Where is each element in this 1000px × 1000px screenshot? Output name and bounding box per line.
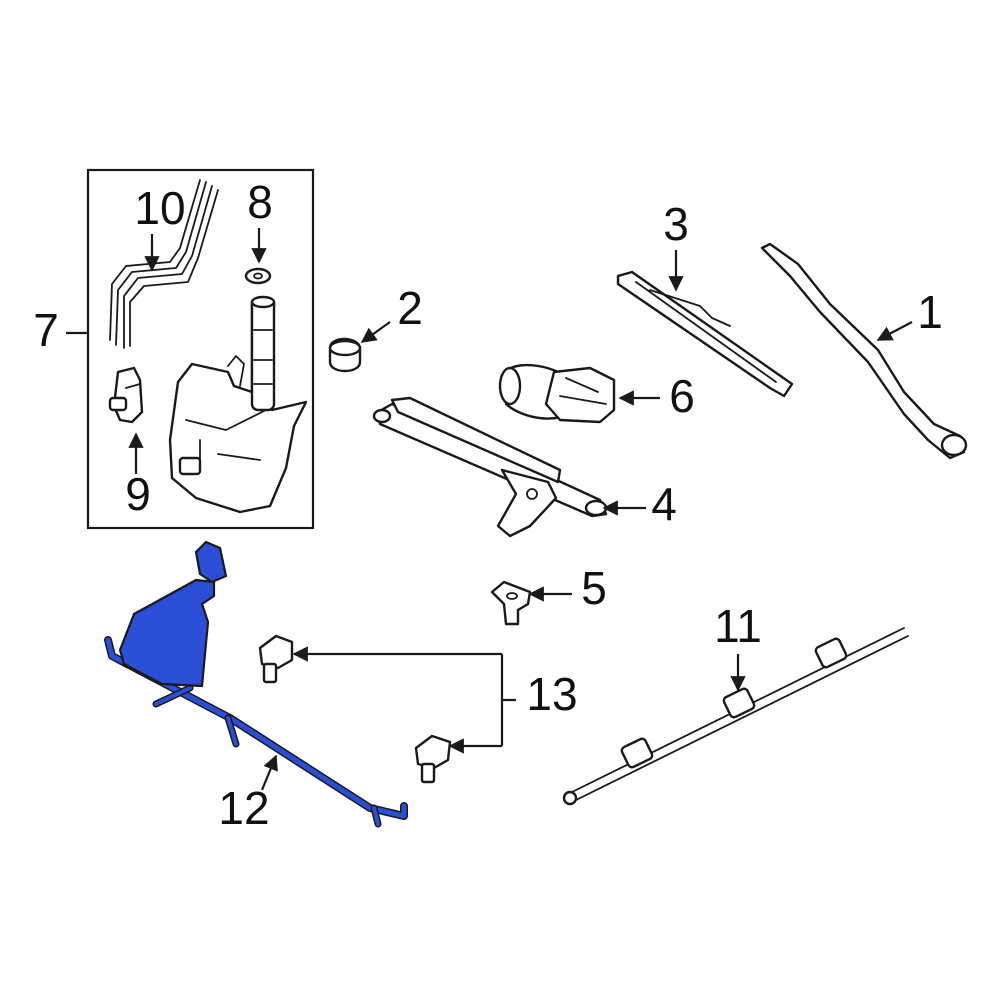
callout-1: 1 xyxy=(917,286,943,338)
callout-5: 5 xyxy=(581,562,607,614)
part-2-cap xyxy=(328,337,362,373)
callout-12: 12 xyxy=(218,782,269,834)
callout-13: 13 xyxy=(526,668,577,720)
callout-8: 8 xyxy=(247,176,273,228)
callout-10: 10 xyxy=(134,182,185,234)
part-1-wiper-arm xyxy=(760,242,968,460)
part-9-pump xyxy=(108,366,144,424)
part-12-hose-assembly xyxy=(104,540,408,828)
reservoir-kit-box xyxy=(86,168,315,530)
leader-12 xyxy=(260,754,278,791)
part-6-motor xyxy=(498,363,616,424)
callout-9: 9 xyxy=(125,468,151,520)
part-4-linkage xyxy=(372,396,608,538)
part-3-wiper-blade xyxy=(616,270,794,398)
part-5-bracket xyxy=(490,580,532,626)
part-10-hoses xyxy=(109,179,219,349)
callout-3: 3 xyxy=(663,198,689,250)
leader-13 xyxy=(500,654,516,746)
callout-4: 4 xyxy=(651,478,677,530)
callout-6: 6 xyxy=(669,370,695,422)
leader-2 xyxy=(360,321,391,343)
part-11-washer-hose xyxy=(562,627,909,806)
leader-1 xyxy=(876,321,913,341)
callout-11: 11 xyxy=(714,600,762,652)
reservoir-tank xyxy=(168,295,308,514)
part-13-nozzle-lower xyxy=(414,734,452,784)
callout-7: 7 xyxy=(33,304,59,356)
part-13-nozzle-upper xyxy=(258,634,294,684)
part-8-seal xyxy=(244,267,272,285)
callout-2: 2 xyxy=(397,282,423,334)
